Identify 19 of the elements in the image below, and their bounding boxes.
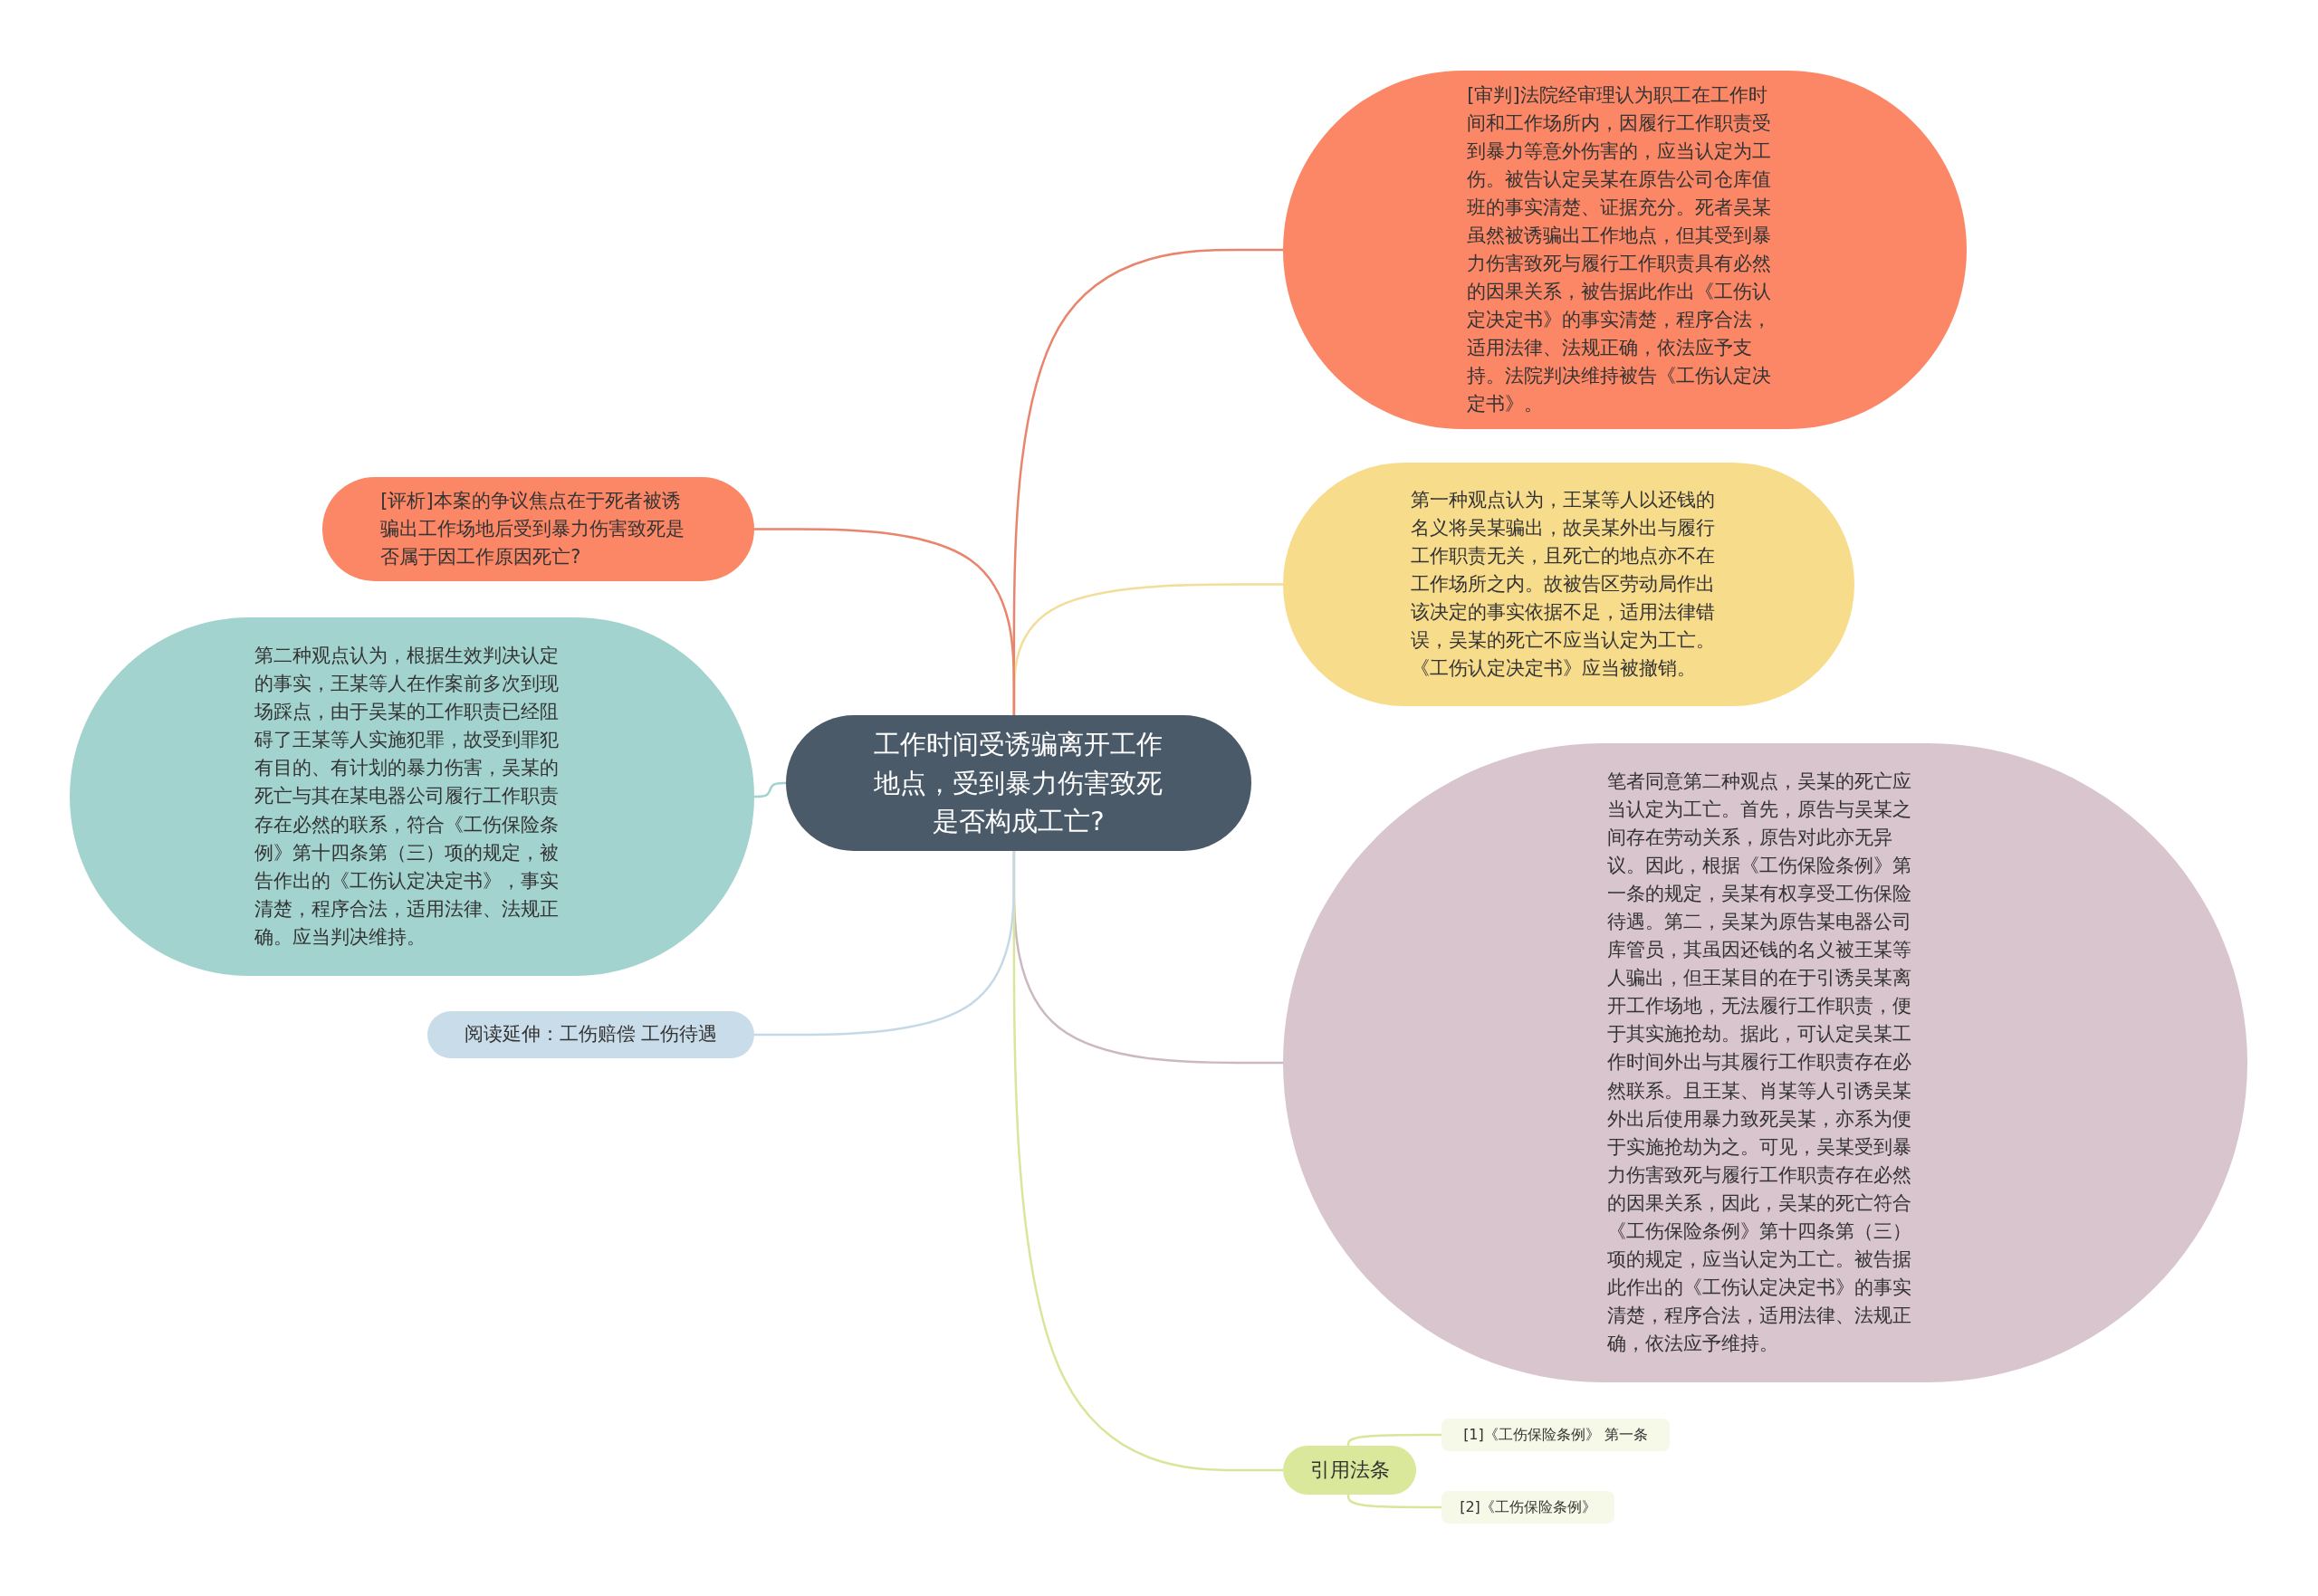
topic-box (427, 1011, 754, 1058)
connector-line (754, 851, 1016, 1037)
connector-line (1346, 1433, 1442, 1447)
topic-text: 第二种观点认为，根据生效判决认定的事实，王某等人在作案前多次到现场踩点，由于吴某的工作职责已经阻碍了王某等人实施犯罪，故受到罪犯有目的、有计划的暴力伤害，吴某的死亡与其在某电器公司履行工作职责存在必然的联系，符合《工伤保险条例》第十四条第（三）项的规定，被告作出的《工伤认定决定书》，事实清楚，程序合法，适用法律、法规正确。应当判决维持。 (254, 644, 560, 950)
topic-box (1283, 1446, 1416, 1495)
topic-text: [评析]本案的争议焦点在于死者被诱骗出工作场地后受到暴力伤害致死是否属于因工作原因死亡? (380, 488, 686, 570)
topic-text: 阅读延伸：工伤赔偿 工伤待遇 (464, 1022, 718, 1047)
connector-line (754, 528, 1016, 715)
topic-text: [2]《工伤保险条例》 (1460, 1497, 1596, 1518)
topic-text: [审判]法院经审理认为职工在工作时间和工作场所内，因履行工作职责受到暴力等意外伤害的，应当认定为工伤。被告认定吴某在原告公司仓库值班的事实清楚、证据充分。死者吴某虽然被诱骗出工作地点，但其受到暴力伤害致死与履行工作职责具有必然的因果关系，被告据此作出《工伤认定决定书》的事实清楚，程序合法，适用法律、法规正确，依法应予支持。法院判决维持被告《工伤认定决定书》。 (1467, 82, 1773, 417)
topic-text: 笔者同意第二种观点，吴某的死亡应当认定为工亡。首先，原告与吴某之间存在劳动关系，原告对此亦无异议。因此，根据《工伤保险条例》第一条的规定，吴某有权享受工伤保险待遇。第二，吴某为原告某电器公司库管员，其虽因还钱的名义被王某等人骗出，但王某目的在于引诱吴某离开工作场地，无法履行工作职责，便于其实施抢劫。据此，可认定吴某工作时间外出与其履行工作职责存在必然联系。且王某、肖某等人引诱吴某外出后使用暴力致死吴某，亦系为便于实施抢劫为之。可见，吴某受到暴力伤害致死与履行工作职责存在必然的因果关系，因此，吴某的死亡符合《工伤保险条例》第十四条第（三）项的规定，应当认定为工亡。被告据此作出的《工伤认定决定书》的事实清楚，程序合法，适用法律、法规正确，依法应予维持。 (1607, 769, 1913, 1357)
topic-box (1442, 1491, 1614, 1524)
topic-box (1442, 1419, 1670, 1451)
topic-text: 工作时间受诱骗离开工作地点，受到暴力伤害致死是否构成工亡? (873, 727, 1164, 839)
connector-line (754, 781, 786, 798)
topic-text: 引用法条 (1309, 1457, 1390, 1483)
connector-line (1346, 1495, 1442, 1509)
topic-text: 第一种观点认为，王某等人以还钱的名义将吴某骗出，故吴某外出与履行工作职责无关，且死亡的地点亦不在工作场所之内。故被告区劳动局作出该决定的事实依据不足，适用法律错误，吴某的死亡不应当认定为工亡。《工伤认定决定书》应当被撤销。 (1411, 487, 1717, 682)
topic-text: [1]《工伤保险条例》 第一条 (1463, 1425, 1648, 1446)
